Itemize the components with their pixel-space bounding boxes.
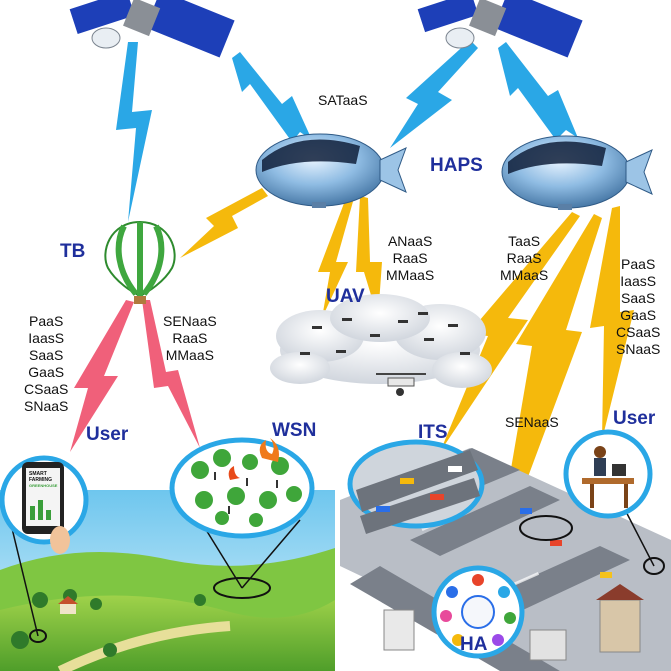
smart-farming-phone-circle [0,455,89,554]
service-item: GaaS [620,307,657,323]
wsn-label: WSN [272,420,317,441]
home-automation-circle [431,565,525,659]
service-item: RaaS [506,250,542,266]
link-haps2-its [440,212,580,452]
service-item: MMaaS [500,267,549,283]
haps-label: HAPS [430,155,483,176]
service-item: IaasS [28,330,65,346]
service-item: IaasS [620,273,657,289]
service-item: SNaaS [616,341,661,357]
remote-user-circle [563,429,653,519]
link-haps1-uav2 [356,196,382,318]
link-sat2-haps2 [498,42,578,140]
service-item: SaaS [621,290,656,306]
service-item: CSaaS [616,324,661,340]
service-item: TaaS [508,233,541,249]
user-left-label: User [86,424,129,445]
landscape-left [0,490,335,671]
phone-line-1: SMART [29,471,47,477]
service-item: RaaS [172,330,208,346]
senaas-its-label: SENaaS [505,414,559,430]
haps1-uav-services: ANaaS RaaS MMaaS [386,233,434,284]
tethered-balloon [104,220,176,304]
haps2-user-services: PaaS IaasS SaaS GaaS CSaaS SNaaS [616,256,660,358]
link-sat1-haps1 [232,52,312,142]
service-item: MMaaS [386,267,435,283]
ha-label: HA [460,634,488,655]
link-haps2-user [590,206,634,440]
link-tb-user [70,300,134,452]
its-highway-circle [347,439,485,534]
haps2-its-services: TaaS RaaS MMaaS [500,233,548,284]
uav-label: UAV [326,286,365,307]
sataas-label: SATaaS [318,92,368,108]
phone-line-3: GREENHOUSE [29,483,58,488]
satellite-left [69,0,235,58]
service-item: PaaS [621,256,656,272]
wsn-forest-circle [169,437,315,539]
haps-blimp-left [255,133,407,208]
service-item: CSaaS [24,381,69,397]
service-item: GaaS [28,364,65,380]
service-item: RaaS [392,250,428,266]
service-item: PaaS [29,313,64,329]
service-item: ANaaS [387,233,433,249]
tb-user-services: PaaS IaasS SaaS GaaS CSaaS SNaaS [24,313,68,415]
drone-large [376,373,426,396]
link-haps1-tb [180,188,268,258]
link-haps1-uav [318,198,354,318]
link-sat2-haps1 [390,40,478,148]
satellite-right [417,0,583,58]
link-tb-wsn [142,300,200,448]
service-item: MMaaS [165,347,214,363]
its-label: ITS [418,422,448,443]
service-item: SNaaS [24,398,69,414]
phone-line-2: FARMING [29,477,52,483]
service-item: SaaS [29,347,64,363]
user-right-label: User [613,408,656,429]
haps-blimp-right [501,135,653,210]
service-item: SENaaS [163,313,217,329]
tb-label: TB [60,241,86,262]
uav-swarm-cloud [270,294,492,396]
link-sat1-tb [116,42,152,222]
tb-wsn-services: SENaaS RaaS MMaaS [163,313,217,364]
